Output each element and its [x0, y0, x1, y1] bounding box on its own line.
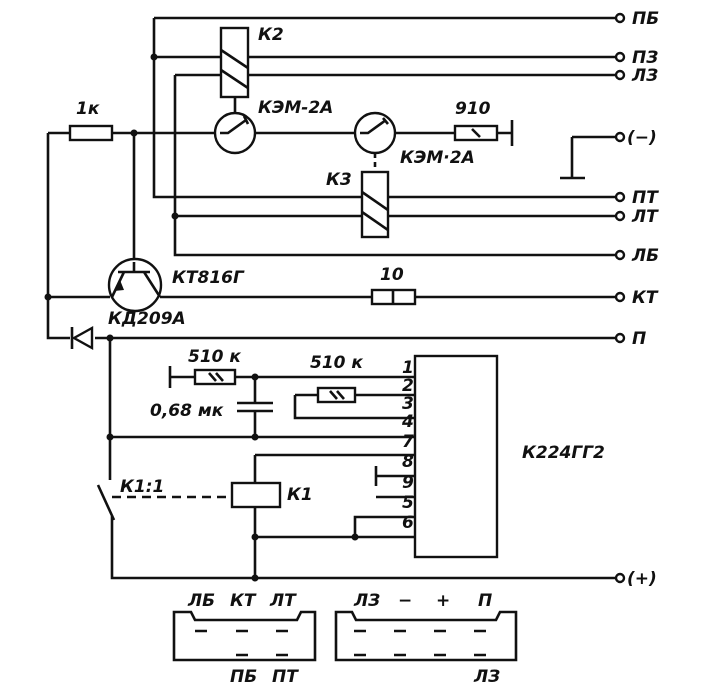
label-pins-6: 9 [402, 473, 414, 493]
label-components-r910: 910 [455, 99, 491, 119]
label-connector_left-bottom-1: ПТ [272, 667, 299, 687]
label-terminals-minus: (−) [627, 128, 657, 148]
label-connector_left-top-0: ЛБ [187, 591, 215, 611]
label-connector_left-top-1: КТ [230, 591, 257, 611]
label-pins-8: 6 [402, 513, 414, 533]
connector-right: ЛЗ−+П ЛЗ [334, 591, 518, 687]
label-components-k3: К3 [326, 170, 352, 190]
label-components-r510b: 510 к [310, 353, 363, 373]
label-pins-3: 4 [401, 412, 414, 432]
junction-dots [44, 53, 359, 582]
label-components-r10: 10 [380, 265, 404, 285]
label-components-diode: КД209А [108, 309, 186, 329]
wires [46, 16, 617, 580]
label-components-k1_contact: К1:1 [120, 477, 164, 497]
chip-k224gg2 [413, 354, 499, 559]
label-connector_right-top-0: ЛЗ [353, 591, 380, 611]
label-components-r1k: 1к [76, 99, 100, 119]
label-components-transistor: КТ816Г [172, 268, 245, 288]
label-terminals-lt: ЛТ [631, 207, 659, 227]
label-pins-0: 1 [402, 358, 414, 378]
label-terminals-kt: КТ [632, 288, 659, 308]
label-connector_right-bottom-0: ЛЗ [473, 667, 500, 687]
label-connector_right-top-1: − [398, 591, 412, 611]
label-pins-4: 7 [402, 432, 414, 452]
label-terminals-pz: ПЗ [632, 48, 658, 68]
label-connector_left-bottom-0: ПБ [230, 667, 257, 687]
label-components-kem2: КЭМ·2А [400, 148, 475, 168]
diode-kd209a [71, 325, 94, 351]
connector-left: ЛБ КТ ЛТ ПБ ПТ [172, 591, 317, 687]
label-connector_right-top-3: П [478, 591, 492, 611]
reed-switch-2 [353, 111, 397, 155]
label-pins-2: 3 [402, 394, 414, 414]
label-components-k2: К2 [258, 25, 284, 45]
resistor-510k-1 [193, 368, 237, 386]
label-components-k1: К1 [287, 485, 313, 505]
label-components-r510a: 510 к [188, 347, 241, 367]
resistor-510k-2 [316, 386, 357, 404]
label-terminals-p: П [632, 329, 646, 349]
resistor-1k [68, 124, 114, 142]
label-components-cap: 0,68 мк [150, 401, 224, 421]
label-pins-1: 2 [402, 376, 414, 396]
relay-k1-coil [230, 481, 282, 509]
label-components-chip: К224ГГ2 [522, 443, 605, 463]
label-connector_right-top-2: + [436, 591, 450, 611]
label-terminals-lz: ЛЗ [631, 66, 658, 86]
label-connector_left-top-2: ЛТ [269, 591, 297, 611]
reed-switch-1 [213, 111, 257, 155]
label-terminals-pt: ПТ [632, 188, 659, 208]
label-pins-5: 8 [402, 452, 414, 472]
label-pins-7: 5 [402, 493, 414, 513]
label-terminals-plus: (+) [627, 569, 657, 589]
label-components-kem1: КЭМ-2А [258, 98, 333, 118]
label-terminals-lb: ЛБ [631, 246, 659, 266]
terminal-circles [614, 12, 626, 584]
label-terminals-pb: ПБ [632, 9, 659, 29]
components [68, 26, 499, 559]
